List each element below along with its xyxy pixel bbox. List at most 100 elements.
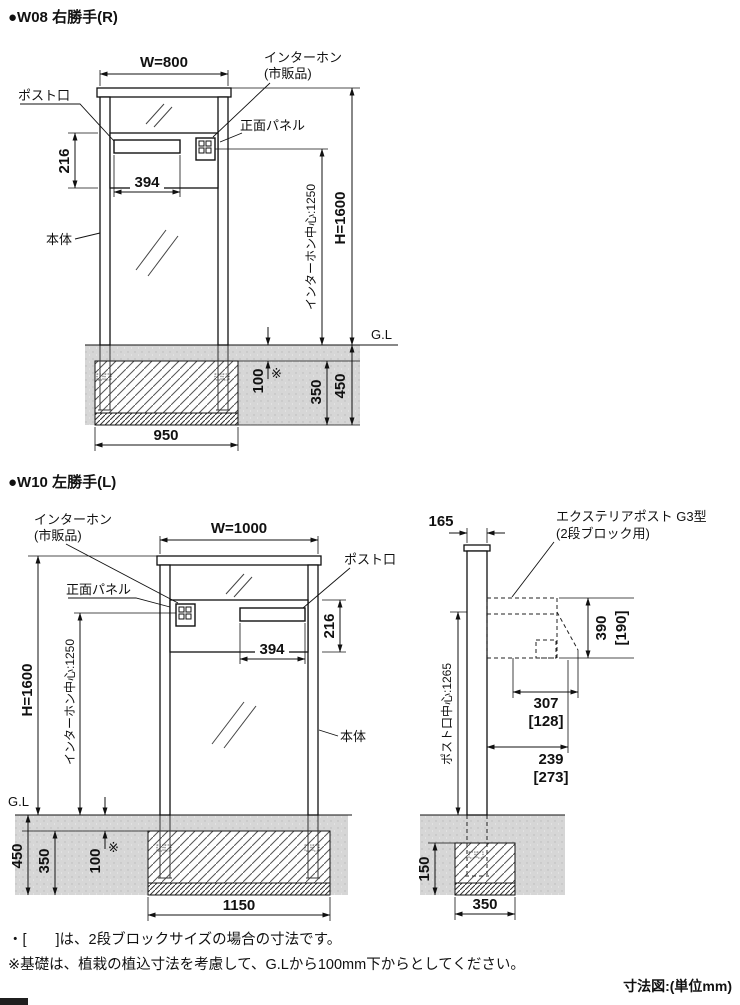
w08-intercom (195, 137, 216, 161)
w08-body-label: 本体 (46, 232, 72, 247)
side-dim-foundation-width: 350 (472, 896, 497, 913)
w08-left-post (99, 96, 111, 346)
w08-intercom-leader (212, 82, 271, 138)
side-dim-slot-center: ポスト口中心:1265 (439, 663, 454, 765)
w10-gl-label: G.L (8, 794, 29, 809)
side-dim-post-width: 165 (428, 513, 453, 530)
footnote-base: ※基礎は、植栽の植込寸法を考慮して、G.Lから100mm下からとしてください。 (8, 956, 525, 973)
w08-foundation (94, 360, 239, 414)
anchor-mark (104, 373, 112, 381)
side-post-label-2: (2段ブロック用) (556, 526, 650, 541)
w08-intercom-label-1: インターホン (264, 50, 342, 65)
w08-intercom-label-2: (市販品) (264, 66, 312, 81)
anchor-mark (468, 851, 476, 859)
side-callouts: エクステリアポスト G3型 (2段ブロック用) (511, 509, 707, 598)
w08-dim-foundation-depth: 350 (308, 379, 325, 404)
w08-title: ●W08 右勝手(R) (8, 8, 118, 26)
side-dim-depth-b: 239 (538, 751, 563, 768)
w10-dim-foundation-depth: 350 (36, 848, 53, 873)
side-dim-box-height: 390 (593, 615, 610, 640)
w10-body-leader (318, 729, 339, 737)
w08-post-slot (113, 139, 181, 154)
w10-front-panel-label: 正面パネル (66, 582, 131, 597)
side-dim-depth-b-alt: [273] (533, 769, 568, 786)
side-mailbox (486, 597, 579, 659)
side-post-label-1: エクステリアポスト G3型 (556, 509, 707, 524)
side-view: エクステリアポスト G3型 (2段ブロック用) 165 390 [190] ポス… (416, 509, 707, 920)
w08-dimensions: W=800 216 394 H=1600 インターホン中心:1250 10 (56, 54, 360, 451)
w08-dim-slot-width: 394 (134, 174, 160, 191)
w10-title: ●W10 左勝手(L) (8, 473, 116, 491)
w10-glass-marks (211, 573, 257, 749)
footer-notes: ・[ ]は、2段ブロックサイズの場合の寸法です。 ※基礎は、植栽の植込寸法を考慮… (0, 930, 732, 1005)
anchor-mark (164, 844, 172, 852)
w10-front-panel-leader (68, 597, 171, 608)
dim-text-backing (255, 642, 289, 656)
w08-dim-panel-height: 216 (56, 148, 73, 173)
w10-left-post (159, 564, 171, 816)
side-dim-foundation-depth: 150 (416, 856, 433, 881)
anchor-mark (222, 373, 230, 381)
side-mailbox-detail (535, 639, 557, 659)
w08-post-slot-leader (20, 103, 115, 142)
w10-dim-width: W=1000 (211, 520, 267, 537)
w10-foundation (147, 830, 331, 884)
w10-intercom-label-1: インターホン (34, 512, 112, 527)
w08-top-rail (96, 87, 232, 98)
w08-dim-total-depth: 450 (332, 373, 349, 398)
side-dim-depth-a-alt: [128] (528, 713, 563, 730)
w10-dim-panel-height: 216 (321, 613, 338, 638)
w10-intercom-label-2: (市販品) (34, 528, 82, 543)
w10-diagram: ●W10 左勝手(L) (8, 473, 396, 921)
w08-dim-width: W=800 (140, 54, 188, 71)
side-foundation (454, 842, 516, 884)
w10-callouts: インターホン (市販品) 正面パネル ポスト口 本体 G.L (8, 512, 396, 809)
w10-front-view (156, 555, 322, 816)
w10-gravel-base (147, 882, 331, 896)
w10-dim-height: H=1600 (19, 664, 36, 717)
w10-post-slot (239, 607, 306, 622)
w08-dim-intercom-center: インターホン中心:1250 (303, 184, 318, 310)
w10-dim-embed-offset: 100 (87, 848, 104, 873)
w08-note-mark: ※ (271, 366, 282, 381)
unit-caption: 寸法図:(単位mm) (623, 978, 732, 994)
w08-dim-foundation-width: 950 (153, 427, 178, 444)
footnote-bracket: ・[ ]は、2段ブロックサイズの場合の寸法です。 (8, 930, 341, 948)
side-post (463, 544, 491, 816)
w10-intercom (175, 603, 196, 627)
w10-body-label: 本体 (340, 729, 366, 744)
w08-gl-label: G.L (371, 327, 392, 342)
w08-dim-embed-offset: 100 (250, 368, 267, 393)
w10-post-slot-label: ポスト口 (344, 552, 396, 567)
w08-right-post (217, 96, 229, 346)
side-post-body (466, 550, 488, 816)
page-edge-mark (0, 998, 28, 1005)
w08-dim-height: H=1600 (332, 192, 349, 245)
side-gravel-base (454, 882, 516, 896)
w10-dim-foundation-width: 1150 (223, 897, 256, 914)
dim-text-backing (130, 175, 164, 189)
w08-callouts: ポスト口 インターホン (市販品) 正面パネル 本体 G.L (18, 50, 392, 342)
side-dim-depth-a: 307 (533, 695, 558, 712)
w10-dim-slot-width: 394 (259, 641, 285, 658)
w10-right-post (307, 564, 319, 816)
anchor-mark (156, 844, 164, 852)
side-mailbox-outline (486, 597, 558, 659)
w08-front-panel-label: 正面パネル (240, 118, 305, 133)
w08-gravel-base (94, 412, 239, 426)
w10-dim-intercom-center: インターホン中心:1250 (62, 639, 77, 765)
w10-intercom-leader (65, 543, 179, 604)
anchor-mark (312, 844, 320, 852)
anchor-mark (476, 851, 484, 859)
w10-dimensions: W=1000 216 394 H=1600 インターホン中心:1250 450 (9, 520, 346, 921)
side-ground (420, 814, 565, 896)
w08-front-panel-leader (219, 132, 243, 143)
w10-dim-total-depth: 450 (9, 843, 26, 868)
w10-post-slot-leader (302, 567, 351, 609)
w08-diagram: ●W08 右勝手(R) (8, 8, 398, 451)
side-dim-box-height-alt: [190] (613, 610, 630, 645)
w08-post-slot-label: ポスト口 (18, 88, 70, 103)
w10-ground (15, 814, 352, 896)
